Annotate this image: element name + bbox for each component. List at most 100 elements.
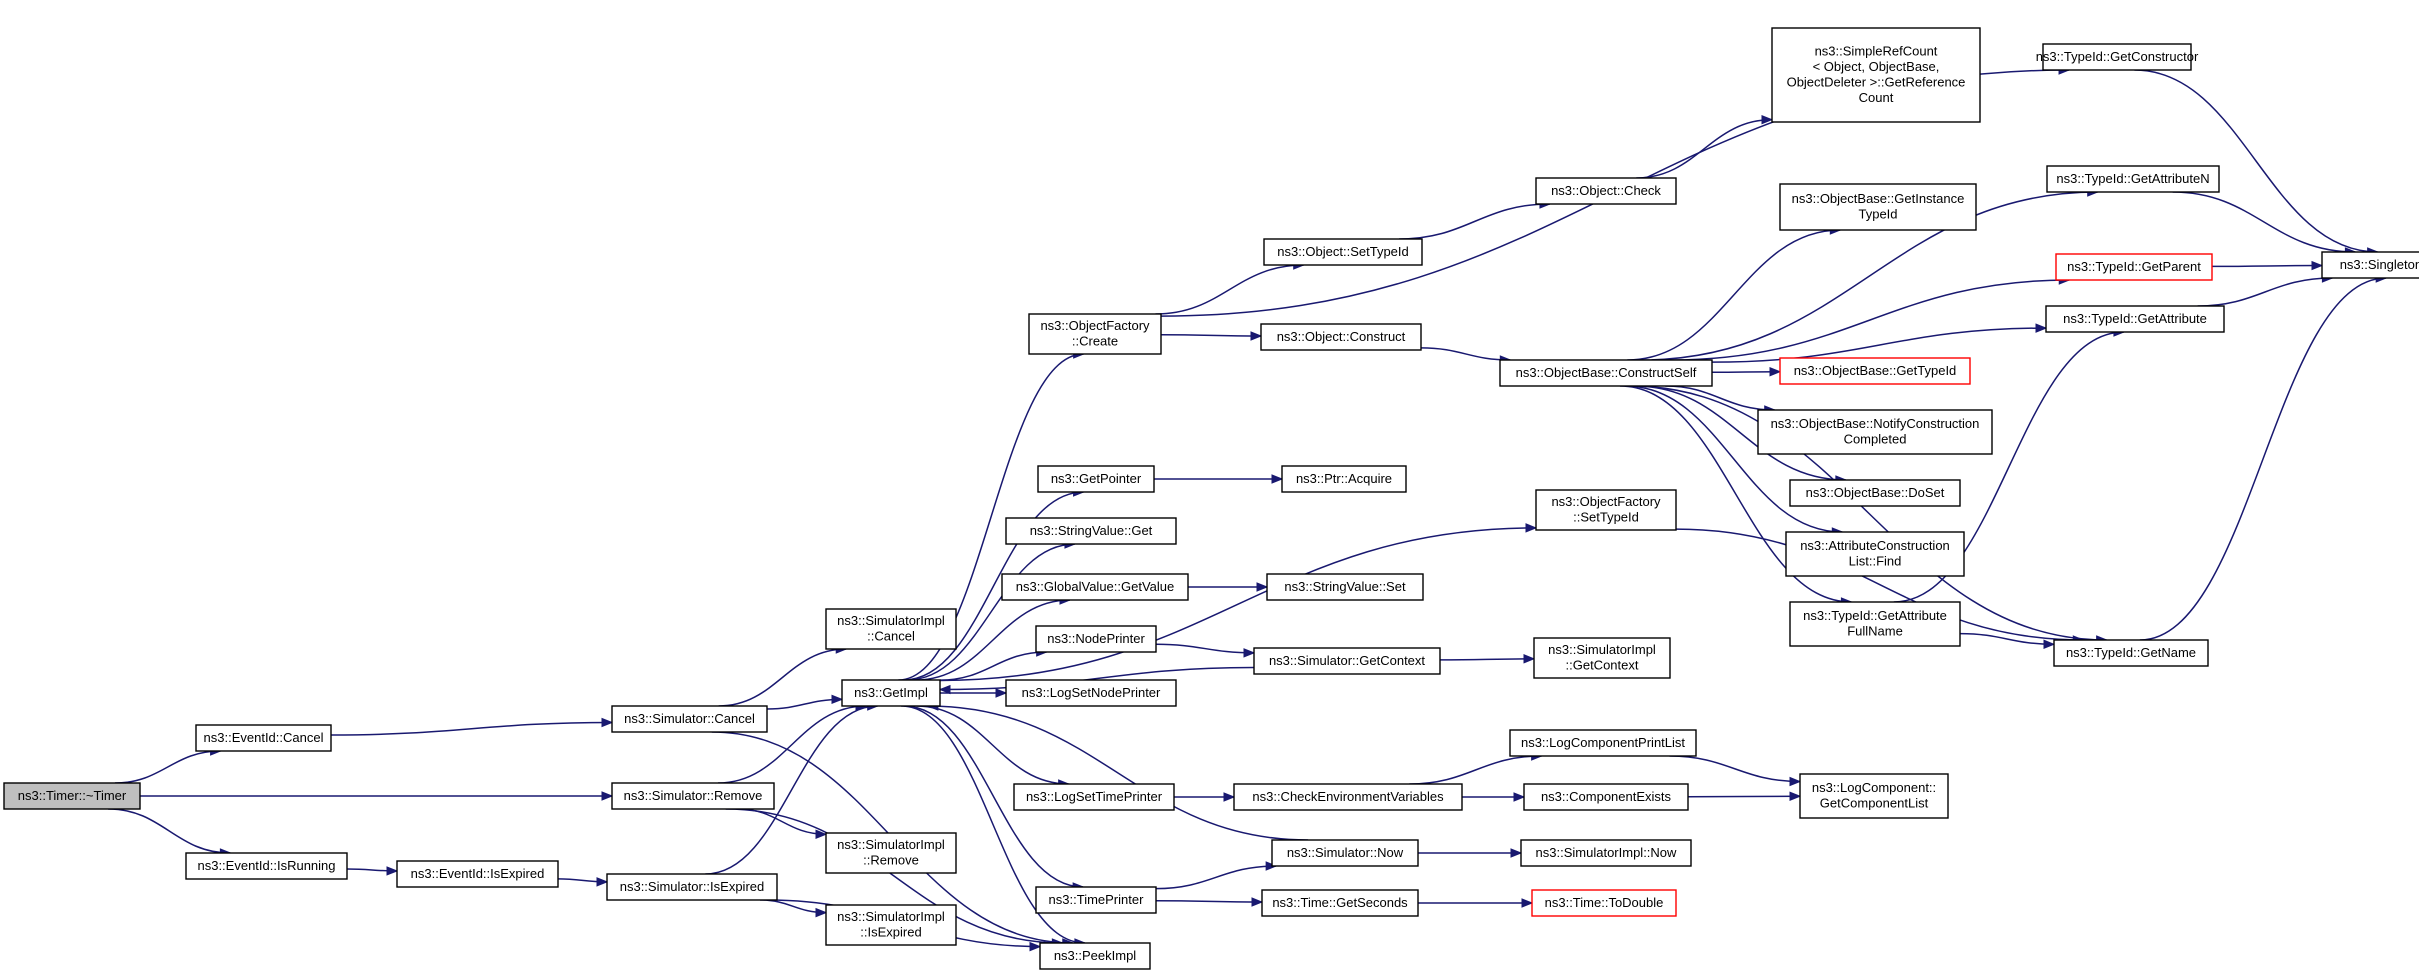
- node-typeid_getname[interactable]: ns3::TypeId::GetName: [2053, 639, 2209, 667]
- node-simimpl_now[interactable]: ns3::SimulatorImpl::Now: [1520, 839, 1692, 867]
- node-logcomponent_getcomponentlist[interactable]: ns3::LogComponent::GetComponentList: [1799, 773, 1949, 819]
- node-box[interactable]: [1799, 773, 1949, 819]
- node-box[interactable]: [1035, 625, 1157, 653]
- node-stringvalue_get[interactable]: ns3::StringValue::Get: [1005, 517, 1177, 545]
- node-box[interactable]: [2045, 305, 2225, 333]
- node-singleton_get[interactable]: ns3::Singleton::Get: [2321, 251, 2419, 279]
- node-box[interactable]: [1039, 942, 1151, 970]
- node-box[interactable]: [1266, 573, 1424, 601]
- node-timeprinter[interactable]: ns3::TimePrinter: [1035, 886, 1157, 914]
- node-stringvalue_set[interactable]: ns3::StringValue::Set: [1266, 573, 1424, 601]
- node-simimpl_isexpired[interactable]: ns3::SimulatorImpl::IsExpired: [825, 904, 957, 946]
- node-object_settypeid[interactable]: ns3::Object::SetTypeId: [1263, 238, 1423, 266]
- node-logsetnodeprinter[interactable]: ns3::LogSetNodePrinter: [1005, 679, 1177, 707]
- node-eventid_isrunning[interactable]: ns3::EventId::IsRunning: [185, 852, 348, 880]
- node-box[interactable]: [1001, 573, 1189, 601]
- node-box[interactable]: [1785, 531, 1965, 577]
- node-box[interactable]: [2055, 253, 2213, 281]
- node-objectbase_doset[interactable]: ns3::ObjectBase::DoSet: [1789, 479, 1961, 507]
- node-box[interactable]: [1520, 839, 1692, 867]
- node-box[interactable]: [1531, 889, 1677, 917]
- node-box[interactable]: [606, 873, 778, 901]
- node-box[interactable]: [1771, 27, 1981, 123]
- node-box[interactable]: [1263, 238, 1423, 266]
- node-typeid_getparent[interactable]: ns3::TypeId::GetParent: [2055, 253, 2213, 281]
- node-checkenv[interactable]: ns3::CheckEnvironmentVariables: [1233, 783, 1463, 811]
- node-globalvalue_getvalue[interactable]: ns3::GlobalValue::GetValue: [1001, 573, 1189, 601]
- node-timer_dtor[interactable]: ns3::Timer::~Timer: [3, 782, 141, 810]
- node-box[interactable]: [611, 705, 768, 733]
- node-box[interactable]: [3, 782, 141, 810]
- node-sim_cancel[interactable]: ns3::Simulator::Cancel: [611, 705, 768, 733]
- node-typeid_getattributen[interactable]: ns3::TypeId::GetAttributeN: [2046, 165, 2220, 193]
- node-box[interactable]: [1533, 637, 1671, 679]
- node-box[interactable]: [1028, 313, 1162, 355]
- node-objfactory_settypeid[interactable]: ns3::ObjectFactory::SetTypeId: [1535, 489, 1677, 531]
- node-box[interactable]: [2042, 43, 2192, 71]
- node-eventid_isexpired[interactable]: ns3::EventId::IsExpired: [396, 860, 559, 888]
- node-typeid_getconstructor[interactable]: ns3::TypeId::GetConstructor: [2036, 43, 2199, 71]
- node-box[interactable]: [1233, 783, 1463, 811]
- node-objectbase_notifyconstruction[interactable]: ns3::ObjectBase::NotifyConstructionCompl…: [1757, 409, 1993, 455]
- node-box[interactable]: [1005, 517, 1177, 545]
- node-box[interactable]: [1499, 359, 1713, 387]
- node-box[interactable]: [1013, 783, 1175, 811]
- node-nodeprinter[interactable]: ns3::NodePrinter: [1035, 625, 1157, 653]
- node-time_todouble[interactable]: ns3::Time::ToDouble: [1531, 889, 1677, 917]
- node-box[interactable]: [1789, 601, 1961, 647]
- node-sim_isexpired[interactable]: ns3::Simulator::IsExpired: [606, 873, 778, 901]
- node-peekimpl[interactable]: ns3::PeekImpl: [1039, 942, 1151, 970]
- node-simimpl_remove[interactable]: ns3::SimulatorImpl::Remove: [825, 832, 957, 874]
- node-box[interactable]: [825, 608, 957, 650]
- node-box[interactable]: [1261, 889, 1419, 917]
- node-box[interactable]: [1535, 177, 1677, 205]
- node-box[interactable]: [2053, 639, 2209, 667]
- node-componentexists[interactable]: ns3::ComponentExists: [1523, 783, 1689, 811]
- node-object_check[interactable]: ns3::Object::Check: [1535, 177, 1677, 205]
- node-box[interactable]: [2046, 165, 2220, 193]
- node-box[interactable]: [1271, 839, 1419, 867]
- node-box[interactable]: [1260, 323, 1422, 351]
- node-time_getseconds[interactable]: ns3::Time::GetSeconds: [1261, 889, 1419, 917]
- node-simplerefcount[interactable]: ns3::SimpleRefCount< Object, ObjectBase,…: [1771, 27, 1981, 123]
- node-box[interactable]: [1509, 729, 1697, 757]
- node-objectbase_constructself[interactable]: ns3::ObjectBase::ConstructSelf: [1499, 359, 1713, 387]
- node-box[interactable]: [1535, 489, 1677, 531]
- node-getimpl[interactable]: ns3::GetImpl: [841, 679, 941, 707]
- node-logsettimeprinter[interactable]: ns3::LogSetTimePrinter: [1013, 783, 1175, 811]
- node-simimpl_getcontext[interactable]: ns3::SimulatorImpl::GetContext: [1533, 637, 1671, 679]
- node-typeid_getattribute[interactable]: ns3::TypeId::GetAttribute: [2045, 305, 2225, 333]
- node-box[interactable]: [1523, 783, 1689, 811]
- node-getpointer[interactable]: ns3::GetPointer: [1037, 465, 1155, 493]
- node-ptr_acquire[interactable]: ns3::Ptr::Acquire: [1281, 465, 1407, 493]
- node-box[interactable]: [1035, 886, 1157, 914]
- node-box[interactable]: [841, 679, 941, 707]
- node-box[interactable]: [1789, 479, 1961, 507]
- node-box[interactable]: [1779, 183, 1977, 231]
- node-sim_getcontext[interactable]: ns3::Simulator::GetContext: [1253, 647, 1441, 675]
- node-box[interactable]: [1005, 679, 1177, 707]
- node-sim_now[interactable]: ns3::Simulator::Now: [1271, 839, 1419, 867]
- node-simimpl_cancel[interactable]: ns3::SimulatorImpl::Cancel: [825, 608, 957, 650]
- node-sim_remove[interactable]: ns3::Simulator::Remove: [611, 782, 775, 810]
- node-objectbase_gettypeid[interactable]: ns3::ObjectBase::GetTypeId: [1779, 357, 1971, 385]
- node-box[interactable]: [185, 852, 348, 880]
- node-box[interactable]: [825, 832, 957, 874]
- node-box[interactable]: [1779, 357, 1971, 385]
- node-box[interactable]: [2321, 251, 2419, 279]
- node-box[interactable]: [611, 782, 775, 810]
- node-box[interactable]: [1037, 465, 1155, 493]
- node-box[interactable]: [396, 860, 559, 888]
- node-box[interactable]: [195, 724, 332, 752]
- node-box[interactable]: [825, 904, 957, 946]
- node-box[interactable]: [1253, 647, 1441, 675]
- node-objfactory_create[interactable]: ns3::ObjectFactory::Create: [1028, 313, 1162, 355]
- node-box[interactable]: [1757, 409, 1993, 455]
- node-eventid_cancel[interactable]: ns3::EventId::Cancel: [195, 724, 332, 752]
- node-logcomponentprintlist[interactable]: ns3::LogComponentPrintList: [1509, 729, 1697, 757]
- node-box[interactable]: [1281, 465, 1407, 493]
- node-object_construct[interactable]: ns3::Object::Construct: [1260, 323, 1422, 351]
